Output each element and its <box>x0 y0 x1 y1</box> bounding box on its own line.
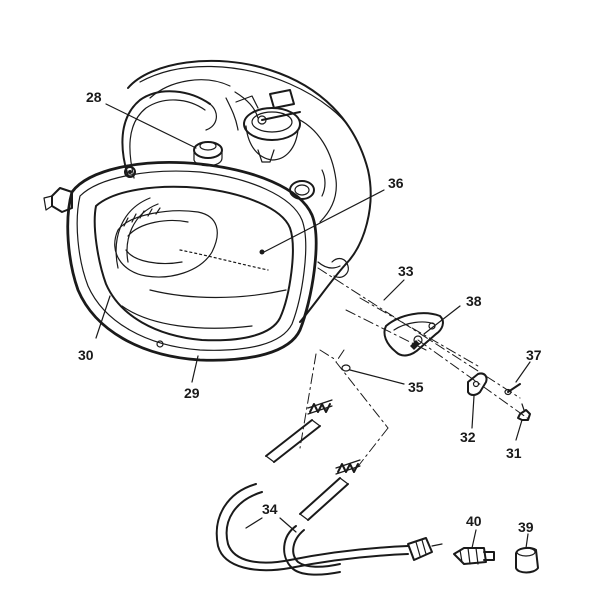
adjusting-screw-assembly <box>105 90 223 179</box>
leader-lines <box>95 189 531 549</box>
callout-38: 38 <box>466 293 482 309</box>
front-rim <box>43 161 318 362</box>
connector-plug <box>453 547 495 565</box>
sealed-beam-lamp <box>114 207 287 329</box>
callout-33: 33 <box>398 263 414 279</box>
callout-36: 36 <box>388 175 404 191</box>
boot-cap <box>515 546 539 574</box>
nut <box>517 403 531 421</box>
callout-28: 28 <box>86 89 102 105</box>
callout-29: 29 <box>184 385 200 401</box>
callout-34: 34 <box>262 501 278 517</box>
cable-tubing <box>215 419 443 576</box>
mounting-bracket <box>383 312 444 357</box>
screw <box>504 383 521 396</box>
callout-32: 32 <box>460 429 476 445</box>
lamp-socket-connector <box>235 89 315 200</box>
callout-30: 30 <box>78 347 94 363</box>
callout-37: 37 <box>526 347 542 363</box>
callout-31: 31 <box>506 445 522 461</box>
callout-35: 35 <box>408 379 424 395</box>
callout-39: 39 <box>518 519 534 535</box>
callout-40: 40 <box>466 513 482 529</box>
adjusting-springs <box>307 364 361 475</box>
clip <box>467 372 488 396</box>
assembly-center-lines <box>299 267 531 475</box>
headlight-shell <box>127 59 372 323</box>
